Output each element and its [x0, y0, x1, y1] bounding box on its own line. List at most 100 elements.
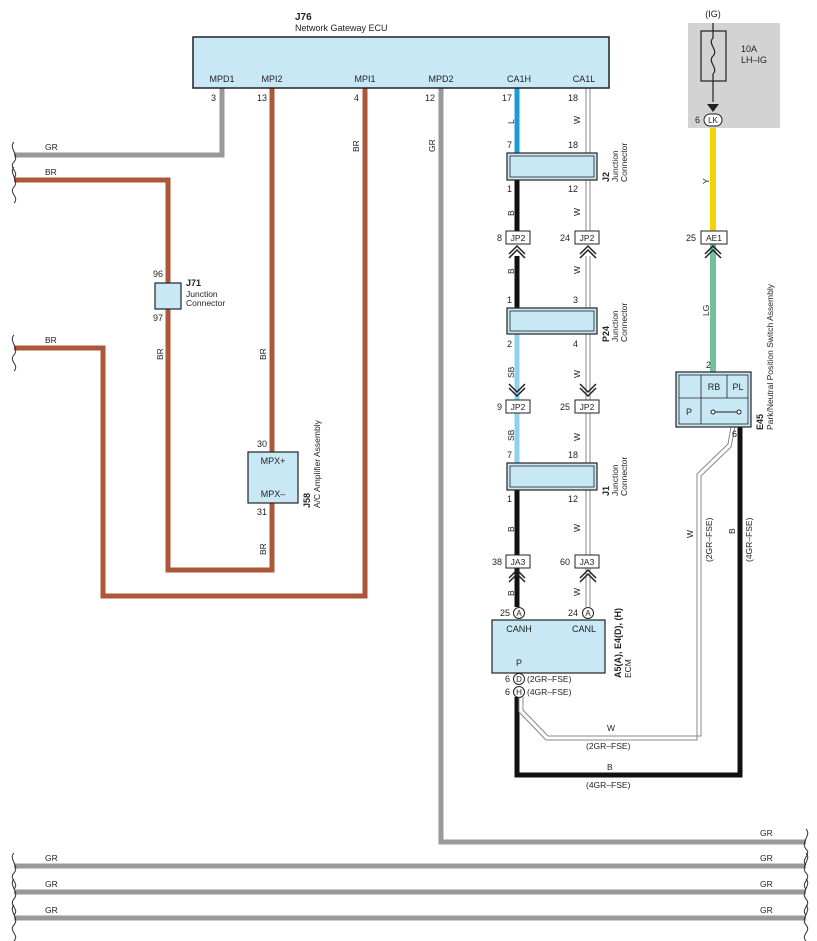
chevron-down-icon [579, 383, 597, 398]
j76-pin: 13 [257, 93, 267, 103]
wire-label: W [607, 723, 615, 733]
j71-pin-bottom: 97 [153, 313, 163, 323]
ae1-connector: AE1 25 [686, 230, 728, 259]
canl-connector-circle [582, 607, 594, 619]
svg-text:9: 9 [497, 402, 502, 412]
j58-box [247, 451, 299, 504]
j1-pin: 18 [568, 450, 578, 460]
e45-name: Park/Neutral Position Switch Assembly [765, 283, 775, 430]
svg-text:H: H [516, 688, 522, 697]
j76-terminal-label: MPD1 [209, 74, 234, 84]
fuse-name: LH–IG [741, 55, 767, 65]
j1-code: J1 [601, 486, 611, 496]
canh-connector-circle [513, 607, 525, 619]
j76-terminal-label: CA1H [507, 74, 531, 84]
wire-label: W [572, 116, 582, 124]
p24-name: Connector [619, 303, 629, 342]
break-mark [803, 904, 809, 941]
e45-box [675, 371, 752, 428]
wire-label: W [572, 524, 582, 532]
wire-gr-mpd1 [14, 88, 225, 158]
wire-label: (4GR–FSE) [586, 780, 631, 790]
j58-code: J58 [302, 493, 312, 508]
j76-pin: 3 [211, 93, 216, 103]
wire-label: BR [155, 348, 165, 360]
j2-box [506, 152, 598, 181]
break-mark [803, 852, 809, 890]
break-mark [11, 904, 17, 941]
j2-pin: 1 [507, 184, 512, 194]
p24-pin: 4 [573, 339, 578, 349]
j2-pin: 7 [507, 140, 512, 150]
j76-terminal-label: CA1L [573, 74, 596, 84]
wire-label: B [506, 526, 516, 532]
wire-label: BR [258, 348, 268, 360]
j2-pin: 12 [568, 184, 578, 194]
wire-label: B [506, 590, 516, 596]
wire-w-2gr [518, 426, 736, 741]
wire-label: B [607, 762, 613, 772]
j71-name: Junction [186, 289, 218, 299]
j76-pin: 12 [425, 93, 435, 103]
svg-text:25: 25 [560, 402, 570, 412]
switch-icon [710, 409, 742, 415]
wire-b-4gr [514, 427, 743, 778]
wire-label: GR [760, 828, 773, 838]
j58-pin-bottom: 31 [257, 507, 267, 517]
j1-name: Connector [619, 457, 629, 496]
svg-text:JA3: JA3 [580, 557, 595, 567]
wire-label: GR [760, 879, 773, 889]
break-mark [11, 878, 17, 916]
j58-name: A/C Amplifier Assembly [312, 419, 322, 508]
wire-label: BR [258, 543, 268, 555]
j58-pin-top: 30 [257, 439, 267, 449]
p24-box [506, 307, 598, 335]
p24-pin: 2 [507, 339, 512, 349]
p24-pin: 3 [573, 295, 578, 305]
ecm-box [491, 619, 606, 674]
break-mark [803, 878, 809, 916]
chevron-up-icon [704, 244, 722, 259]
chevron-up-icon [508, 568, 526, 583]
j2-name: Connector [619, 143, 629, 182]
e45-cell: RB [708, 382, 721, 392]
ja3-connector: JA3 38 [492, 554, 531, 583]
wire-gr-mpd2 [438, 88, 806, 845]
j76-network-gateway-ecu: J76 Network Gateway ECU MPD1 MPI2 MPI1 M… [192, 12, 610, 103]
wire-label: W [572, 588, 582, 596]
wire-label: W [572, 370, 582, 378]
svg-text:A: A [585, 609, 591, 618]
e45-pin-bottom: 6 [732, 429, 737, 439]
j76-terminal-label: MPI1 [354, 74, 375, 84]
break-mark [803, 828, 809, 866]
wire-label: GR [760, 853, 773, 863]
j1-name: Junction [610, 464, 620, 496]
chevron-up-icon [508, 244, 526, 259]
wires [14, 88, 806, 921]
svg-text:JP2: JP2 [511, 233, 526, 243]
j1-pin: 7 [507, 450, 512, 460]
j2-junction-connector: 7 18 1 12 J2 Junction Connector [506, 140, 629, 194]
wire-label: W [572, 266, 582, 274]
svg-text:JP2: JP2 [511, 402, 526, 412]
wire-label: GR [45, 905, 58, 915]
j2-pin: 18 [568, 140, 578, 150]
wire-label: (4GR–FSE) [744, 517, 754, 562]
wire-label: GR [45, 879, 58, 889]
wire-label: B [727, 528, 737, 534]
j58-label-top: MPX+ [261, 456, 286, 466]
d-connector-circle [513, 673, 525, 685]
wire-label: LG [701, 305, 711, 316]
j76-name: Network Gateway ECU [295, 23, 388, 33]
fuse-area [688, 23, 780, 128]
svg-text:60: 60 [560, 557, 570, 567]
j71-name: Connector [186, 298, 225, 308]
fuse-lh-ig: (IG) 10A LH–IG LK 6 [688, 9, 780, 128]
break-mark [11, 166, 17, 204]
break-mark [11, 334, 17, 372]
wire-label: SB [506, 366, 516, 378]
e45-cell: P [686, 407, 692, 417]
j2-code: J2 [601, 172, 611, 182]
wire-label: GR [45, 142, 58, 152]
arrow-down-icon [707, 104, 719, 112]
